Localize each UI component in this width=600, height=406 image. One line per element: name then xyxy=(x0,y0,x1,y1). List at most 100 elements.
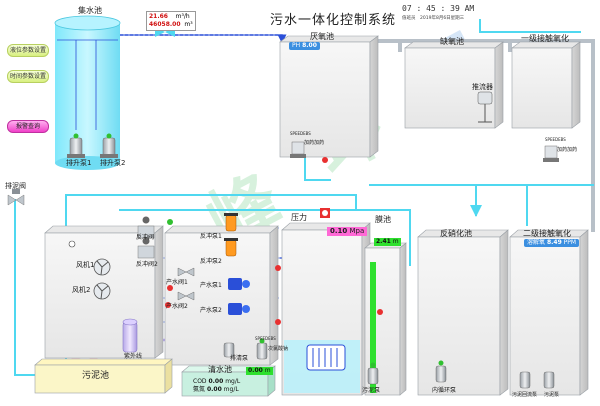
ph-label: PH xyxy=(292,42,301,49)
level-settings-button[interactable]: 液位参数设置 xyxy=(7,44,49,57)
time-settings-button[interactable]: 时间参数设置 xyxy=(7,70,49,83)
filter-label: 紫外线 xyxy=(124,353,143,360)
fan-1-label: 风机1 xyxy=(76,261,95,269)
dosing-tag-3: SPEEDEBS xyxy=(255,336,276,341)
page-title: 污水一体化控制系统 xyxy=(270,13,397,28)
dosing-pump-2-label: 加药加药 xyxy=(557,147,578,153)
cod-label: COD xyxy=(193,378,207,385)
drain-pump-label: 排清泵 xyxy=(230,355,249,362)
primary-contact-label: 一级接触氧化 xyxy=(521,34,569,43)
inner-pump-icon[interactable] xyxy=(435,360,447,383)
produce-pump-2-icon[interactable] xyxy=(228,303,250,315)
dosing-pump-3-label: 次氯酸钠 xyxy=(268,346,289,352)
do-label: 溶解氧 xyxy=(527,239,546,246)
fan-1-icon[interactable] xyxy=(93,258,111,276)
cod-value: 0.00 xyxy=(208,378,224,385)
status-indicator xyxy=(167,285,173,291)
flow-readout: 21.66 m³/h 46058.00 m³ xyxy=(146,11,196,31)
backwash-valve-2-icon[interactable] xyxy=(137,237,155,259)
date-label: 2019年8月6日星期三 xyxy=(420,16,465,21)
status-indicator xyxy=(275,319,281,325)
membrane-level-unit: m xyxy=(392,238,399,245)
do-value: 8.49 xyxy=(546,239,562,246)
inner-pump-label: 内循环泵 xyxy=(432,387,457,394)
backwash-valve-label: 反冲阀 xyxy=(136,234,155,241)
produce-pump-2-label: 产水泵2 xyxy=(200,307,222,314)
membrane-level-readout: 2.41 m xyxy=(374,238,401,246)
secondary-contact-label: 二级接触氧化 xyxy=(523,229,571,238)
sludge-pump-label: 污泥泵 xyxy=(362,387,381,394)
ph-readout: PH 8.00 xyxy=(289,42,320,50)
drain-valve-icon[interactable] xyxy=(7,189,25,206)
water-quality-readout: COD 0.00 mg/L 氨氮 0.00 mg/L xyxy=(193,378,240,394)
lift-pump-2-icon[interactable] xyxy=(100,133,118,159)
fan-2-icon[interactable] xyxy=(93,282,111,300)
produce-valve-2-label: 产水阀2 xyxy=(166,303,188,310)
dissolved-oxygen-readout: 溶解氧 8.49 PPM xyxy=(524,239,580,247)
dosing-pump-1-icon[interactable] xyxy=(290,141,306,158)
status-indicator xyxy=(167,219,173,225)
anoxic-tank-label: 缺氧池 xyxy=(440,37,464,46)
sludge-pump-2-label: 污泥泵 xyxy=(544,392,560,398)
pressure-label: 压力 xyxy=(291,213,307,222)
pressure-unit: Mpa xyxy=(349,227,365,235)
status-indicator xyxy=(275,265,281,271)
pressure-gauge-icon xyxy=(320,208,330,218)
sludge-pump-icon[interactable] xyxy=(367,362,379,385)
agitator-label: 推流器 xyxy=(472,83,493,91)
status-indicator xyxy=(68,240,76,248)
filter-column-icon xyxy=(122,318,138,353)
dosing-tag-1: SPEEDEBS xyxy=(290,131,311,136)
user-label: 值班员 xyxy=(402,16,416,21)
lift-pump-1-label: 排升泵1 xyxy=(66,159,92,167)
lift-pump-2-label: 排升泵2 xyxy=(100,159,126,167)
produce-valve-2-icon[interactable] xyxy=(177,291,195,301)
nh-value: 0.00 xyxy=(206,386,222,393)
backwash-pump-2-label: 反冲泵2 xyxy=(200,258,222,265)
clear-tank-label: 清水池 xyxy=(208,365,232,374)
flow-rate-unit: m³/h xyxy=(175,13,190,20)
produce-pump-1-label: 产水泵1 xyxy=(200,282,222,289)
dosing-tag-2: SPEEDEBS xyxy=(545,137,566,142)
membrane-pool-label: 膜池 xyxy=(375,215,391,224)
produce-pump-1-icon[interactable] xyxy=(228,278,250,290)
backwash-valve-2-label: 反冲阀2 xyxy=(136,261,158,268)
flow-total-value: 46058.00 xyxy=(149,21,181,28)
sludge-tank-label: 污泥池 xyxy=(82,371,110,381)
ph-value: 8.00 xyxy=(302,42,317,49)
fan-2-label: 风机2 xyxy=(72,286,91,294)
flow-total-unit: m³ xyxy=(184,21,193,28)
dosing-pump-2-icon[interactable] xyxy=(543,145,559,162)
denitrification-label: 反硝化池 xyxy=(440,229,472,238)
membrane-level-bar xyxy=(370,262,376,393)
cod-unit: mg/L xyxy=(225,378,241,385)
sludge-return-pump-icon[interactable] xyxy=(519,371,531,389)
pressure-value: 0.10 xyxy=(330,227,348,235)
drain-pump-icon[interactable] xyxy=(256,338,268,360)
clock: 07 : 45 : 39 AM xyxy=(402,4,475,13)
backwash-valve-icon[interactable] xyxy=(137,216,155,239)
backwash-pump-2-icon[interactable] xyxy=(224,238,238,257)
produce-valve-1-icon[interactable] xyxy=(177,267,195,277)
agitator-icon[interactable] xyxy=(477,91,493,123)
membrane-module-icon xyxy=(306,344,346,371)
membrane-level-value: 2.41 xyxy=(376,238,391,245)
backwash-pump-1-label: 反冲泵1 xyxy=(200,233,222,240)
status-indicator xyxy=(322,157,328,163)
alarm-query-button[interactable]: 报警查询 xyxy=(7,120,49,133)
nh-label: 氨氮 xyxy=(193,386,206,393)
sludge-return-pump-label: 污泥回流泵 xyxy=(512,392,538,398)
lift-pump-1-icon[interactable] xyxy=(67,133,85,159)
clear-level-unit: m xyxy=(264,367,271,374)
dosing-pump-1-label: 加药加药 xyxy=(304,140,325,146)
backwash-pump-1-icon[interactable] xyxy=(224,213,238,232)
status-indicator xyxy=(165,302,171,308)
sludge-pump-2-icon[interactable] xyxy=(543,371,555,389)
do-unit: PPM xyxy=(563,239,577,246)
uv-lamp-icon[interactable] xyxy=(223,342,235,358)
anaerobic-tank-label: 厌氧池 xyxy=(310,32,334,41)
pressure-readout: 0.10 Mpa xyxy=(327,227,368,236)
clear-level-value: 0.00 xyxy=(248,367,263,374)
nh-unit: mg/L xyxy=(223,386,239,393)
